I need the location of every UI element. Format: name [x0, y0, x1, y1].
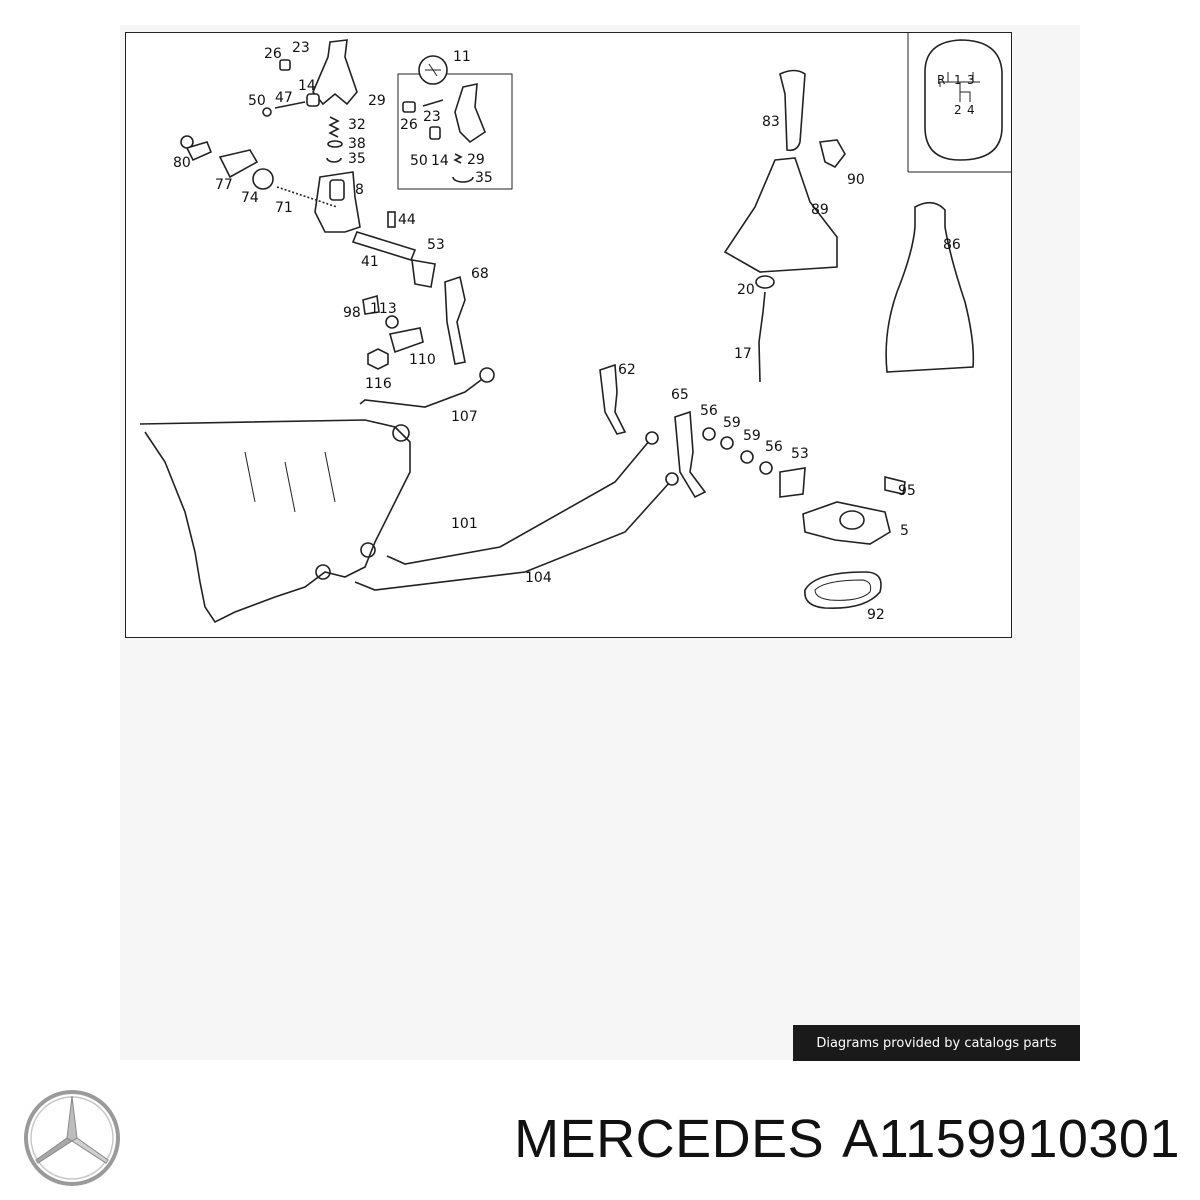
callout-104: 104	[525, 570, 552, 586]
callout-53b: 53	[791, 446, 809, 462]
callout-77: 77	[215, 177, 233, 193]
callout-80: 80	[173, 155, 191, 171]
callout-56: 56	[700, 403, 718, 419]
callout-110: 110	[409, 352, 436, 368]
callout-26: 26	[264, 46, 282, 62]
gear-3: 3	[967, 73, 975, 87]
callout-107: 107	[451, 409, 478, 425]
gear-4: 4	[967, 103, 975, 117]
callout-17: 17	[734, 346, 752, 362]
callout-89: 89	[811, 202, 829, 218]
callout-90: 90	[847, 172, 865, 188]
callout-53: 53	[427, 237, 445, 253]
callout-14b: 14	[431, 153, 449, 169]
mercedes-star-logo	[24, 1090, 120, 1186]
part-title: MERCEDES A1159910301	[496, 1108, 1180, 1170]
callout-41: 41	[361, 254, 379, 270]
diagram-credit-badge: Diagrams provided by catalogs parts	[793, 1025, 1080, 1061]
callout-26b: 26	[400, 117, 418, 133]
callout-86: 86	[943, 237, 961, 253]
linkage-parts	[359, 259, 495, 408]
selector-lever-assembly	[180, 39, 417, 261]
callout-71: 71	[275, 200, 293, 216]
callout-20: 20	[737, 282, 755, 298]
callout-116: 116	[365, 376, 392, 392]
callout-65: 65	[671, 387, 689, 403]
callout-74: 74	[241, 190, 259, 206]
callout-labels: 26 23 14 50 47 29 32 38 35 80 77 74 71 8…	[173, 40, 961, 623]
callout-44: 44	[398, 212, 416, 228]
brand-name: MERCEDES	[514, 1109, 825, 1169]
shift-pattern-inset: R 1 3 2 4	[907, 32, 1012, 173]
callout-5: 5	[900, 523, 909, 539]
callout-35: 35	[348, 151, 366, 167]
callout-11: 11	[453, 49, 471, 65]
shift-rods	[354, 363, 806, 591]
callout-56b: 56	[765, 439, 783, 455]
callout-101: 101	[451, 516, 478, 532]
callout-23b: 23	[423, 109, 441, 125]
bracket-inset	[397, 55, 513, 190]
callout-32: 32	[348, 117, 366, 133]
callout-35b: 35	[475, 170, 493, 186]
exploded-parts-diagram: R 1 3 2 4	[139, 32, 1012, 624]
callout-47: 47	[275, 90, 293, 106]
callout-38: 38	[348, 136, 366, 152]
callout-59: 59	[723, 415, 741, 431]
callout-50: 50	[248, 93, 266, 109]
transmission-housing	[139, 419, 411, 624]
credit-text: Diagrams provided by catalogs parts	[816, 1035, 1057, 1051]
callout-98: 98	[343, 305, 361, 321]
callout-50b: 50	[410, 153, 428, 169]
callout-29: 29	[368, 93, 386, 109]
callout-59b: 59	[743, 428, 761, 444]
callout-83: 83	[762, 114, 780, 130]
callout-29b: 29	[467, 152, 485, 168]
callout-8: 8	[355, 182, 364, 198]
callout-62: 62	[618, 362, 636, 378]
callout-14: 14	[298, 78, 316, 94]
gear-r: R	[937, 73, 945, 87]
callout-23: 23	[292, 40, 310, 56]
callout-95: 95	[898, 483, 916, 499]
callout-68: 68	[471, 266, 489, 282]
callout-113: 113	[370, 301, 397, 317]
gear-1: 1	[954, 73, 962, 87]
gear-2: 2	[954, 103, 962, 117]
part-number: A1159910301	[842, 1109, 1180, 1169]
callout-92: 92	[867, 607, 885, 623]
shifter-base-and-boots	[723, 69, 975, 609]
